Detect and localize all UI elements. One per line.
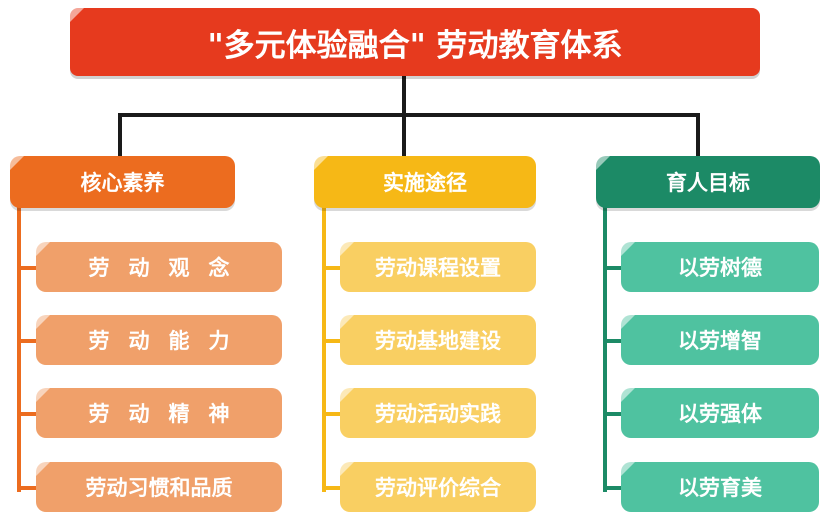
col1-fold-corner — [8, 154, 26, 172]
col2-stub-1 — [322, 266, 346, 270]
col1-header-label: 核心素养 — [80, 171, 165, 195]
col2-item-1: 劳动课程设置 — [338, 240, 536, 292]
col2-item-3: 劳动活动实践 — [338, 386, 536, 438]
col2-stub-3 — [322, 412, 346, 416]
col2-spine — [322, 184, 326, 492]
connector-drop-3 — [696, 113, 700, 159]
col3-header-label: 育人目标 — [666, 171, 750, 195]
connector-bar — [118, 113, 700, 117]
col3-item-3-fold — [619, 386, 637, 404]
connector-trunk — [402, 76, 406, 116]
col2-item-4: 劳动评价综合 — [338, 460, 536, 512]
col2-item-1-label: 劳动课程设置 — [375, 256, 501, 280]
col1-spine — [17, 184, 21, 492]
col3-item-2-fold — [619, 313, 637, 331]
col1-stub-2 — [17, 339, 41, 343]
col2-stub-2 — [322, 339, 346, 343]
col2-item-1-fold — [338, 240, 356, 258]
col3-stub-4 — [603, 486, 627, 490]
col3-item-1: 以劳树德 — [619, 240, 819, 292]
col3-item-2: 以劳增智 — [619, 313, 819, 365]
col2-fold-corner — [312, 154, 330, 172]
col3-stub-3 — [603, 412, 627, 416]
title-fold-corner — [68, 6, 86, 24]
col3-item-1-fold — [619, 240, 637, 258]
col3-item-1-label: 以劳树德 — [678, 256, 762, 280]
col3-item-3: 以劳强体 — [619, 386, 819, 438]
col3-stub-2 — [603, 339, 627, 343]
col3-item-4-fold — [619, 460, 637, 478]
col1-item-4-label: 劳动习惯和品质 — [85, 476, 233, 500]
connector-drop-2 — [402, 113, 406, 159]
col1-item-2: 劳动能力 — [34, 313, 282, 365]
col1-item-3-fold — [34, 386, 52, 404]
col1-item-1-label: 劳动观念 — [88, 256, 249, 280]
col3-item-3-label: 以劳强体 — [678, 402, 762, 426]
col1-item-2-label: 劳动能力 — [88, 329, 249, 353]
diagram-title: "多元体验融合" 劳动教育体系 — [68, 6, 760, 76]
col2-item-2: 劳动基地建设 — [338, 313, 536, 365]
col2-item-2-fold — [338, 313, 356, 331]
col1-item-2-fold — [34, 313, 52, 331]
col2-stub-4 — [322, 486, 346, 490]
col3-fold-corner — [594, 154, 612, 172]
col3-item-4: 以劳育美 — [619, 460, 819, 512]
col1-item-4: 劳动习惯和品质 — [34, 460, 282, 512]
col3-stub-1 — [603, 266, 627, 270]
col3-item-4-label: 以劳育美 — [678, 476, 762, 500]
col3-header: 育人目标 — [594, 154, 820, 208]
col2-item-3-label: 劳动活动实践 — [375, 402, 501, 426]
col2-header-label: 实施途径 — [383, 171, 467, 195]
col2-item-4-label: 劳动评价综合 — [375, 476, 501, 500]
col3-spine — [603, 184, 607, 492]
col2-item-3-fold — [338, 386, 356, 404]
col2-item-2-label: 劳动基地建设 — [375, 329, 501, 353]
col1-stub-3 — [17, 412, 41, 416]
col1-stub-4 — [17, 486, 41, 490]
col1-item-3-label: 劳动精神 — [88, 402, 249, 426]
col1-item-1-fold — [34, 240, 52, 258]
col1-item-3: 劳动精神 — [34, 386, 282, 438]
col1-item-4-fold — [34, 460, 52, 478]
col1-stub-1 — [17, 266, 41, 270]
col1-header: 核心素养 — [8, 154, 235, 208]
col3-item-2-label: 以劳增智 — [678, 329, 762, 353]
col2-header: 实施途径 — [312, 154, 536, 208]
col1-item-1: 劳动观念 — [34, 240, 282, 292]
diagram-title-text: "多元体验融合" 劳动教育体系 — [207, 27, 623, 64]
connector-drop-1 — [118, 113, 122, 159]
col2-item-4-fold — [338, 460, 356, 478]
